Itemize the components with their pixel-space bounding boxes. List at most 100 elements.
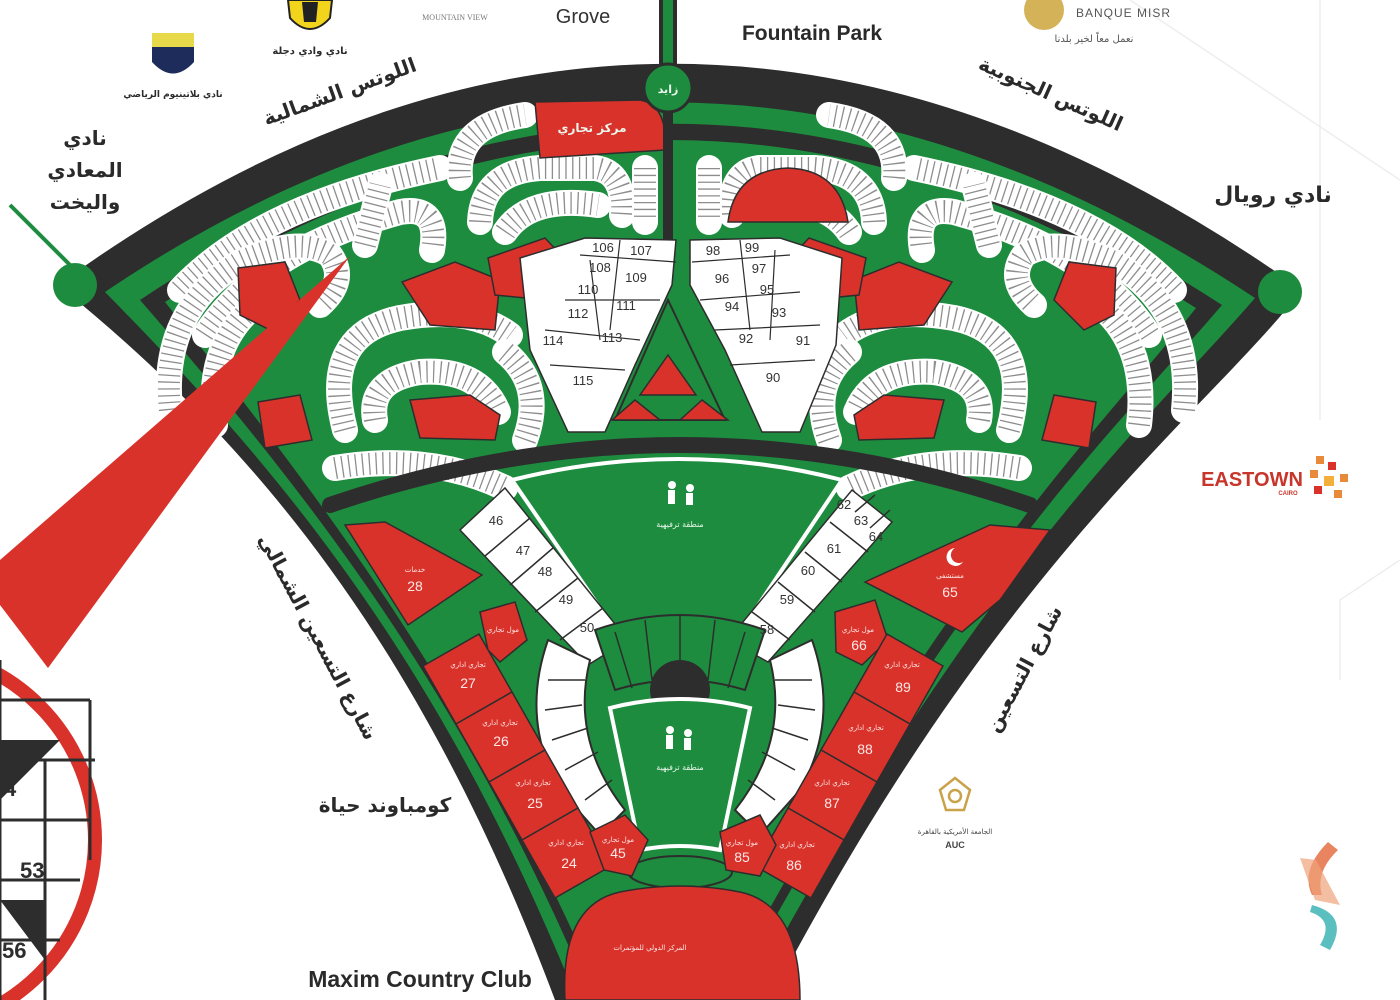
red-plot-labels: خدمات 28 تجاري اداري 27 تجاري اداري 26 ت…: [405, 566, 964, 873]
plot-number: 106: [592, 240, 614, 255]
plot-label: تجاري اداري: [450, 661, 486, 669]
plot-number: 50: [580, 620, 594, 635]
plot-number: 87: [824, 795, 840, 811]
auc-label: AUC: [945, 840, 965, 850]
plot-number: 58: [760, 622, 774, 637]
plot-number: 98: [706, 243, 720, 258]
plot-label: مول تجاري: [842, 626, 874, 634]
plot-number: 97: [752, 261, 766, 276]
recreation-icon-bottom: [666, 726, 692, 750]
white-plot-numbers: 106 107 108 109 110 111 112 113 114 115 …: [489, 240, 883, 637]
plot-number: 27: [460, 675, 476, 691]
magnifier-plot-4: 4: [4, 776, 17, 801]
plot-label: مول تجاري: [487, 626, 519, 634]
fountain-park-label: Fountain Park: [742, 22, 882, 45]
banque-misr-slogan: نعمل معاً لخير بلدنا: [1055, 31, 1134, 45]
plot-number: 88: [857, 741, 873, 757]
plot-number: 59: [780, 592, 794, 607]
auc-arabic-label: الجامعة الأمريكية بالقاهرة: [918, 827, 992, 836]
plot-number: 63: [854, 513, 868, 528]
plot-number: 112: [568, 306, 589, 321]
plot-number: 92: [739, 331, 753, 346]
plot-number: 86: [786, 857, 802, 873]
maadi-club-label-2: المعادي: [47, 158, 122, 183]
plot-number: 95: [760, 282, 774, 297]
plot-number: 115: [573, 373, 594, 388]
red-plots-right: [719, 524, 1052, 900]
bottom-green-island: [627, 855, 733, 889]
central-ring-road: [322, 437, 1038, 513]
plot-number: 45: [610, 845, 626, 861]
plots-90-99: [689, 237, 843, 433]
magnifier-callout: 4 53 56: [0, 256, 350, 1000]
conference-center-plot: [563, 885, 801, 1000]
plot-number: 28: [407, 578, 423, 594]
plot-number: 94: [725, 299, 739, 314]
left-road-spike: [8, 203, 72, 267]
watermark-logo: [1300, 842, 1340, 950]
plot-label: تجاري اداري: [482, 719, 518, 727]
eastown-logo: EASTOWN: [1201, 469, 1303, 491]
maxim-country-club-label: Maxim Country Club: [308, 966, 532, 992]
eastown-sub: CAIRO: [1278, 491, 1298, 497]
plot-number: 91: [796, 333, 810, 348]
recreation-park-bottom: [607, 697, 753, 853]
plot-number: 49: [559, 592, 573, 607]
plot-number: 62: [837, 497, 851, 512]
right-roundabout: [1258, 270, 1302, 314]
plot-number: 66: [851, 637, 867, 653]
maadi-club-label-1: نادي: [63, 126, 107, 151]
plot-number: 99: [745, 240, 759, 255]
eastown-emblem: [1310, 456, 1348, 498]
plot-number: 24: [561, 855, 577, 871]
plot-number: 109: [625, 270, 647, 285]
plot-number: 60: [801, 563, 815, 578]
plot-number: 25: [527, 795, 543, 811]
grove-label: Grove: [556, 6, 610, 28]
plot-number: 48: [538, 564, 552, 579]
hospital-crescent-icon: [946, 548, 963, 566]
plot-label: مول تجاري: [726, 839, 758, 847]
background-pattern: [1129, 0, 1400, 680]
plot-number: 64: [869, 529, 883, 544]
commercial-center-label: مركز تجاري: [557, 121, 626, 135]
plot-label: تجاري اداري: [848, 724, 884, 732]
plot-number: 85: [734, 849, 750, 865]
plots-106-115: [519, 237, 677, 433]
platinum-club-logo: [152, 33, 194, 74]
magnifier-plot-53: 53: [20, 858, 44, 883]
plot-label: تجاري اداري: [548, 839, 584, 847]
recreation-label-top: منطقة ترفيهية: [656, 520, 703, 529]
plot-label: مول تجاري: [602, 836, 634, 844]
plot-number: 47: [516, 543, 530, 558]
plot-label: تجاري اداري: [515, 779, 551, 787]
plot-number: 110: [578, 282, 599, 297]
wadi-degla-logo: [286, 0, 334, 30]
platinum-club-label: نادي بلاتينيوم الرياضي: [123, 90, 222, 100]
half-circle-plot: [727, 167, 849, 223]
plot-number: 96: [715, 271, 729, 286]
banque-misr-label: BANQUE MISR: [1076, 6, 1171, 20]
recreation-icon-top: [668, 481, 694, 505]
conference-center-label: المركز الدولي للمؤتمرات: [613, 944, 686, 952]
magnifier-plot-56: 56: [2, 938, 26, 963]
wadi-degla-label: نادي وادي دجلة: [272, 46, 347, 57]
plot-label: تجاري اداري: [779, 841, 815, 849]
plot-number: 113: [602, 330, 623, 345]
plot-label: مستشفى: [936, 572, 964, 580]
zayed-label: زايد: [658, 83, 679, 96]
mountain-view-logo: MOUNTAIN VIEW: [422, 13, 488, 22]
plot-number: 90: [766, 370, 780, 385]
plot-number: 114: [543, 333, 564, 348]
hayah-compound-label: كومباوند حياة: [319, 793, 452, 817]
plot-number: 89: [895, 679, 911, 695]
plot-number: 93: [772, 305, 786, 320]
auc-emblem: [938, 776, 972, 812]
plot-number: 111: [616, 298, 636, 313]
recreation-label-bottom: منطقة ترفيهية: [656, 763, 703, 772]
plot-number: 107: [630, 243, 652, 258]
banque-misr-emblem: [1024, 0, 1064, 30]
plot-label: تجاري اداري: [814, 779, 850, 787]
